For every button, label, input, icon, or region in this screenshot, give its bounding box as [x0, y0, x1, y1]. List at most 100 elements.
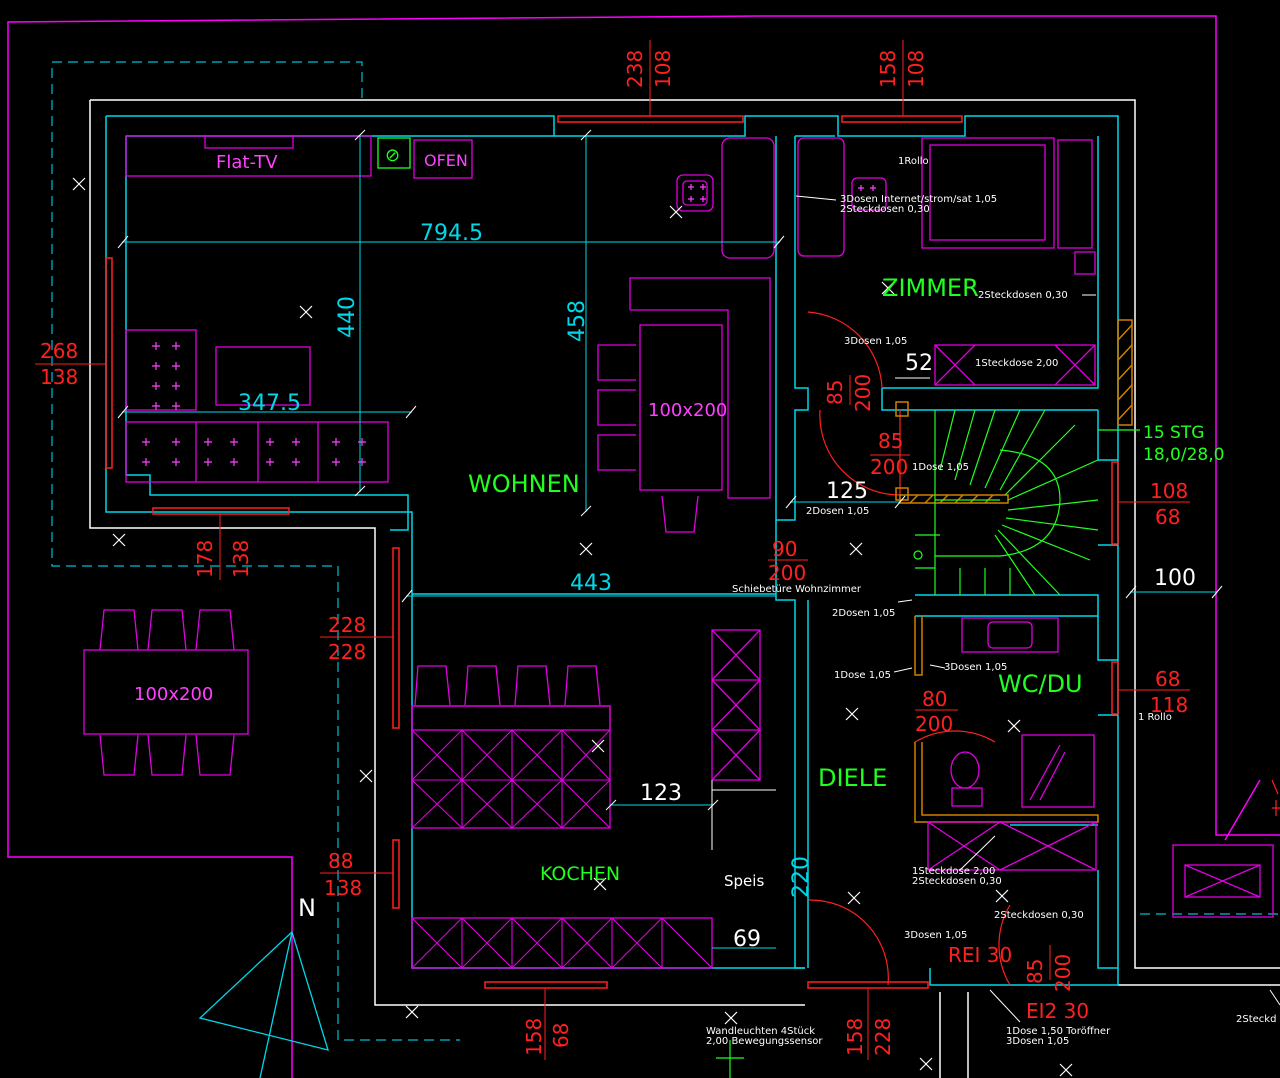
- label-ofen: OFEN: [424, 151, 468, 170]
- opening-right2-b: 118: [1150, 693, 1188, 717]
- outer-walls: [89, 99, 1280, 1078]
- room-kochen: KOCHEN: [540, 863, 620, 885]
- opening-bot1-b: 138: [229, 540, 253, 578]
- opening-top2-b: 108: [904, 50, 928, 88]
- dim-52: 52: [905, 351, 933, 376]
- note-dose-stair: 1Dose 1,05: [912, 462, 969, 473]
- staircase: [913, 409, 1140, 596]
- edge-marks: [1271, 779, 1280, 816]
- stair-ratio: 18,0/28,0: [1143, 445, 1224, 465]
- windows: [105, 115, 1119, 989]
- opening-mid-b: 228: [328, 640, 366, 664]
- bar-stools: [99, 344, 699, 776]
- door-zimmer-a: 85: [823, 380, 847, 405]
- north-arrow: [198, 930, 329, 1078]
- label-flat-tv: Flat-TV: [216, 152, 278, 173]
- stair-count: 15 STG: [1143, 423, 1204, 443]
- note-rollo-wc: 1 Rollo: [1138, 712, 1172, 723]
- door-entry-a: 85: [1023, 959, 1047, 984]
- note-dosen-entry: 3Dosen 1,05: [904, 930, 967, 941]
- fire-rei: REI 30: [948, 943, 1012, 967]
- room-wc-du: WC/DU: [998, 670, 1083, 698]
- note-internet-2: 2Steckdosen 0,30: [840, 204, 930, 215]
- dim-794: 794.5: [420, 221, 483, 246]
- electrical-annotations: 1Rollo 3Dosen Internet/strom/sat 1,05 2S…: [706, 156, 1276, 1047]
- note-wand-1: Wandleuchten 4Stück: [706, 1026, 815, 1037]
- dim-443: 443: [570, 571, 612, 596]
- door-wc-b: 200: [915, 712, 953, 736]
- opening-top1-b: 108: [651, 50, 675, 88]
- note-dose-diele2: 1Dose 1,05: [834, 670, 891, 681]
- furniture: [83, 135, 1274, 969]
- opening-left-a: 268: [40, 339, 78, 363]
- room-diele: DIELE: [818, 764, 887, 792]
- opening-bot2-a: 158: [522, 1018, 546, 1056]
- note-steckdosen-zimmer: 2Steckdosen 0,30: [978, 290, 1068, 301]
- note-steck-edge: 2Steckd: [1236, 1014, 1276, 1025]
- opening-left-b: 138: [40, 365, 78, 389]
- note-rollo-zimmer: 1Rollo: [898, 156, 929, 167]
- note-schiebetuer: Schiebetüre Wohnzimmer: [732, 584, 862, 595]
- door-wohn-b: 200: [768, 561, 806, 585]
- note-steck-wc2: 2Steckdosen 0,30: [912, 876, 1002, 887]
- door-stair-a: 85: [878, 429, 903, 453]
- fire-ratings: REI 30 EI2 30: [948, 943, 1089, 1023]
- note-tor-2: 3Dosen 1,05: [1006, 1036, 1069, 1047]
- door-dimension-texts: 85 200 85 200 90 200 80 200 85 200: [768, 374, 1075, 992]
- opening-bot1-a: 178: [193, 540, 217, 578]
- dimension-lines: [122, 136, 1218, 968]
- note-steckdose-200: 1Steckdose 2,00: [975, 358, 1058, 369]
- dimension-texts-white: 125 123 69 100 52: [640, 351, 1196, 952]
- note-tor-1: 1Dose 1,50 Toröffner: [1006, 1026, 1111, 1037]
- entry-marker: [716, 1040, 744, 1078]
- door-wc-a: 80: [922, 687, 947, 711]
- door-entry-b: 200: [1051, 954, 1075, 992]
- dim-347: 347.5: [238, 391, 301, 416]
- socket-markers: [142, 184, 876, 466]
- kitchen-units: [411, 729, 713, 969]
- note-dosen-105: 3Dosen 1,05: [844, 336, 907, 347]
- property-lines: [7, 15, 1280, 1078]
- note-dosen-stair2: 2Dosen 1,05: [806, 506, 869, 517]
- opening-low-b: 138: [324, 876, 362, 900]
- door-zimmer-b: 200: [851, 374, 875, 412]
- inner-walls: [105, 115, 1119, 986]
- fire-ei2: EI2 30: [1026, 999, 1089, 1023]
- stair-label: 15 STG 18,0/28,0: [1143, 423, 1224, 465]
- dimension-ticks: [117, 129, 1223, 850]
- dim-125: 125: [826, 479, 868, 504]
- door-wohn-a: 90: [772, 537, 797, 561]
- door-stair-b: 200: [870, 455, 908, 479]
- opening-low-a: 88: [328, 849, 353, 873]
- furniture-labels: Flat-TV OFEN 100x200 100x200: [134, 151, 727, 705]
- door-dim-bars: [768, 375, 1051, 980]
- opening-right2-a: 68: [1155, 667, 1180, 691]
- light-markers: [72, 177, 1073, 1077]
- opening-right1-a: 108: [1150, 479, 1188, 503]
- dim-123: 123: [640, 781, 682, 806]
- note-dosen-wc: 3Dosen 1,05: [944, 662, 1007, 673]
- dim-458: 458: [565, 300, 590, 342]
- opening-top1-a: 238: [623, 50, 647, 88]
- terrace-outline: [51, 61, 1280, 1041]
- north-label: N: [298, 894, 316, 922]
- dim-220: 220: [789, 856, 814, 898]
- note-steck-wc1: 1Steckdose 2,00: [912, 866, 995, 877]
- dim-69: 69: [733, 927, 761, 952]
- label-table-inside: 100x200: [648, 400, 727, 421]
- opening-top2-a: 158: [876, 50, 900, 88]
- opening-bot3-a: 158: [843, 1018, 867, 1056]
- opening-bot2-b: 68: [549, 1023, 573, 1048]
- opening-bot3-b: 228: [871, 1018, 895, 1056]
- dimension-texts: 794.5 440 458 347.5 443 220: [238, 221, 814, 898]
- label-table-terrace: 100x200: [134, 684, 213, 705]
- dim-440: 440: [335, 296, 360, 338]
- note-internet-1: 3Dosen Internet/strom/sat 1,05: [840, 194, 997, 205]
- door-swings: [807, 311, 1011, 986]
- window-dimension-lines: [35, 40, 1190, 1060]
- dim-100: 100: [1154, 566, 1196, 591]
- room-labels: WOHNEN ZIMMER DIELE WC/DU KOCHEN: [468, 274, 1083, 885]
- hatched-walls: [895, 319, 1133, 823]
- room-speis: Speis: [724, 872, 764, 890]
